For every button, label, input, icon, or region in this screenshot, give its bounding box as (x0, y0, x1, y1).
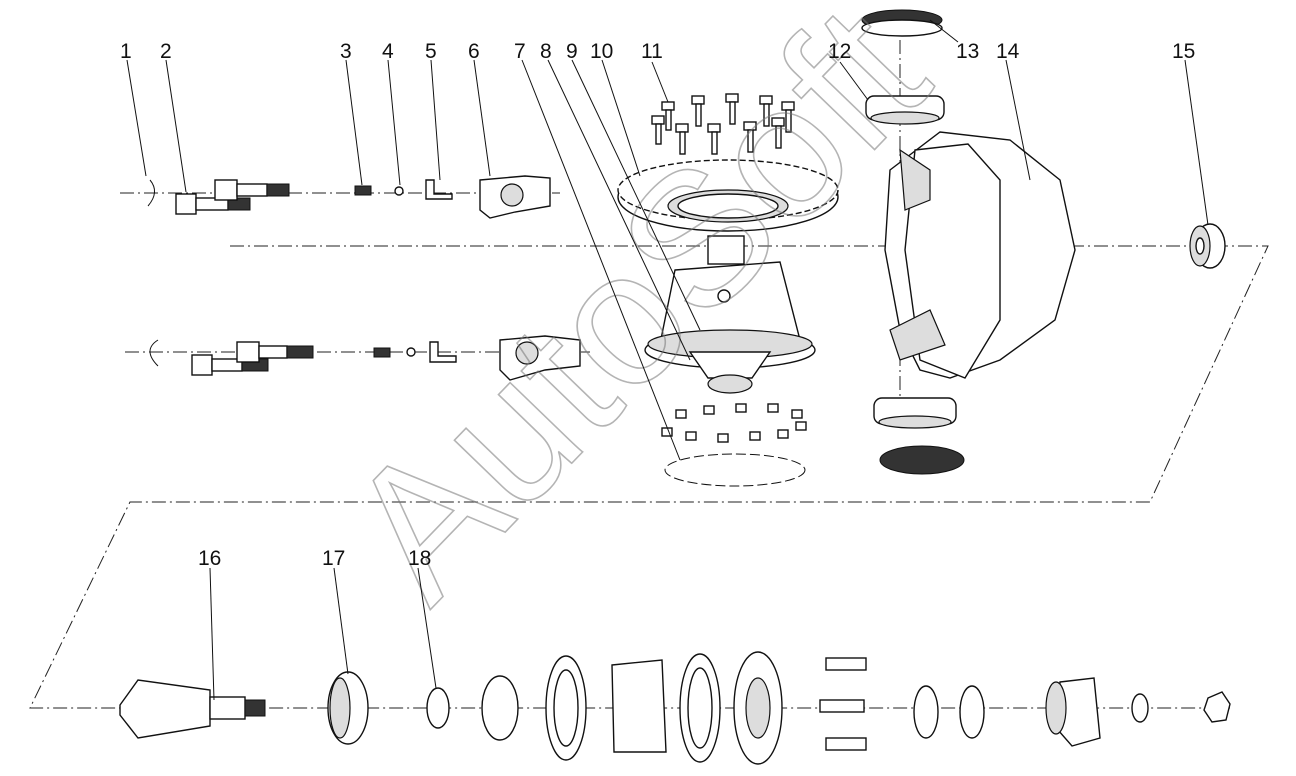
callout-1: 1 (120, 40, 132, 63)
carrier-housing (884, 131, 1076, 379)
small-screw-washer-bracket-upper (354, 179, 453, 200)
watermark: AutoSoft (307, 0, 966, 638)
callout-18: 18 (408, 547, 431, 570)
callout-6: 6 (468, 40, 480, 63)
bottom-row-parts (481, 651, 1231, 765)
callout-11: 11 (641, 40, 663, 63)
callout-7: 7 (514, 40, 526, 63)
callout-17: 17 (322, 547, 345, 570)
callout-2: 2 (160, 40, 172, 63)
pinion-bearing-large (327, 671, 369, 745)
callout-5: 5 (425, 40, 437, 63)
leader-lines (126, 19, 1209, 701)
callout-4: 4 (382, 40, 394, 63)
callout-14: 14 (996, 40, 1020, 63)
callout-10: 10 (590, 40, 613, 63)
lower-bolts-group (149, 335, 581, 381)
spacer (426, 687, 450, 729)
lower-bearing-and-nut (873, 397, 965, 475)
differential-case (644, 235, 816, 394)
ring-gear (617, 159, 839, 232)
callout-numbers: 1 2 3 4 5 6 7 8 9 10 11 12 13 14 15 16 1… (120, 40, 1195, 570)
callout-13: 13 (956, 40, 979, 63)
callout-15: 15 (1172, 40, 1195, 63)
lock-nuts-group (661, 403, 807, 487)
callout-9: 9 (566, 40, 578, 63)
drive-pinion (119, 679, 266, 739)
callout-8: 8 (540, 40, 552, 63)
pilot-bearing (1189, 223, 1226, 269)
ring-gear-bolts (651, 93, 795, 155)
bearing-cap-upper (479, 175, 551, 219)
upper-bearing-and-nut (861, 9, 945, 125)
upper-bolts-group (147, 179, 290, 215)
callout-12: 12 (828, 40, 851, 63)
callout-3: 3 (340, 40, 352, 63)
callout-16: 16 (198, 547, 221, 570)
